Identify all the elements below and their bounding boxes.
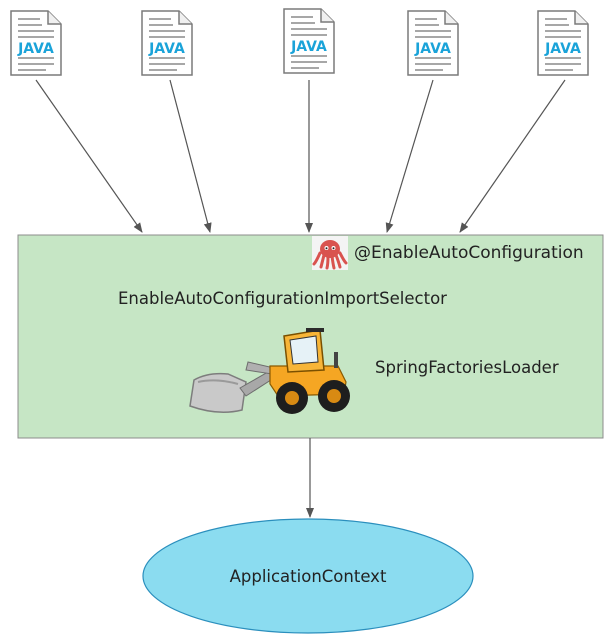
java-file-2: JAVA (141, 10, 193, 76)
loader-label: SpringFactoriesLoader (375, 358, 559, 377)
java-file-label: JAVA (148, 41, 185, 57)
java-file-3: JAVA (283, 8, 335, 74)
arrow-file-1 (35, 79, 143, 233)
arrow-file-4 (385, 79, 434, 233)
java-file-1: JAVA (10, 10, 62, 76)
file-arrows (35, 79, 566, 233)
java-file-4: JAVA (407, 10, 459, 76)
octopus-icon (312, 236, 348, 270)
arrow-file-5 (459, 79, 566, 233)
java-file-label: JAVA (414, 41, 451, 57)
selector-label: EnableAutoConfigurationImportSelector (118, 289, 447, 308)
application-context-label: ApplicationContext (230, 567, 387, 586)
java-file-label: JAVA (17, 41, 54, 57)
java-file-label: JAVA (290, 39, 327, 55)
arrow-file-2 (169, 79, 212, 233)
annotation-label: @EnableAutoConfiguration (354, 243, 584, 263)
wheel-loader-icon (189, 328, 350, 414)
java-file-label: JAVA (544, 41, 581, 57)
application-context-node (142, 518, 474, 634)
java-file-5: JAVA (537, 10, 589, 76)
